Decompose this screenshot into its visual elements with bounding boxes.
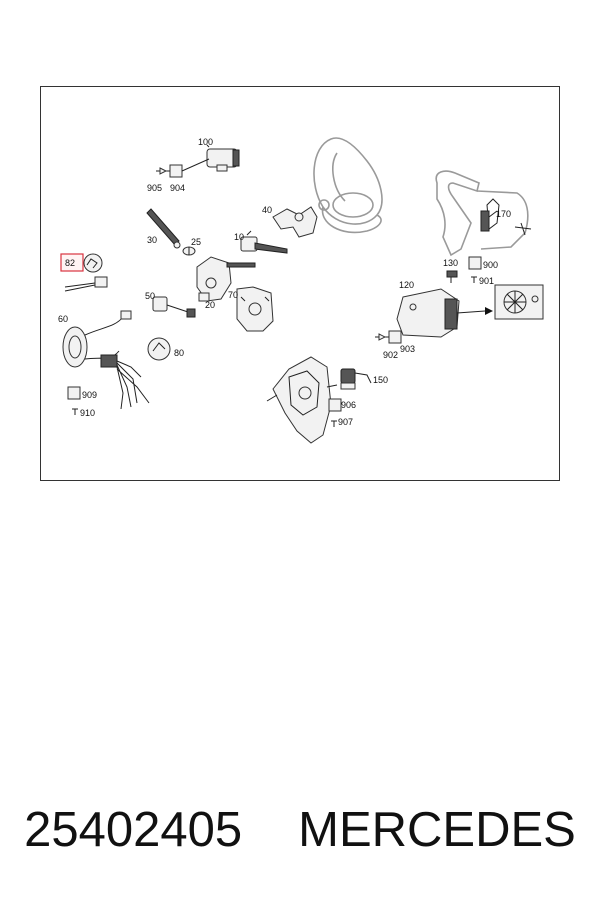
label-120: 120 — [399, 280, 414, 290]
part-80-harness[interactable] — [100, 337, 171, 410]
exploded-view-illustration: 100 905 904 40 30 25 10 82 — [58, 137, 544, 444]
label-905: 905 — [147, 183, 162, 193]
part-25-clip — [182, 246, 196, 256]
part-909-910-connectors — [67, 386, 81, 415]
part-903-connector — [375, 330, 402, 344]
label-70: 70 — [228, 290, 238, 300]
steering-wheel-drawing — [313, 137, 383, 234]
part-82-highlight[interactable] — [60, 253, 108, 292]
part-906-907-connectors — [328, 398, 342, 427]
part-40-bracket[interactable] — [272, 206, 318, 238]
part-100-switch[interactable] — [206, 144, 240, 172]
parts-diagram: 100 905 904 40 30 25 10 82 — [40, 86, 560, 481]
label-25: 25 — [191, 237, 201, 247]
part-130-screw — [446, 270, 458, 283]
label-130: 130 — [443, 258, 458, 268]
label-904: 904 — [170, 183, 185, 193]
label-907: 907 — [338, 417, 353, 427]
label-909: 909 — [82, 390, 97, 400]
part-170-switch[interactable] — [480, 210, 498, 232]
label-902: 902 — [383, 350, 398, 360]
label-40: 40 — [262, 205, 272, 215]
label-10: 10 — [234, 232, 244, 242]
part-70-cover[interactable] — [236, 286, 274, 332]
part-900-connector — [468, 256, 482, 283]
part-904-connector — [156, 158, 210, 178]
label-60: 60 — [58, 314, 68, 324]
label-80: 80 — [174, 348, 184, 358]
part-10-combination-switch[interactable] — [240, 230, 288, 254]
part-120-light-switch[interactable] — [396, 288, 493, 338]
label-82: 82 — [65, 258, 75, 268]
label-900: 900 — [483, 260, 498, 270]
headlight-switch-inset — [494, 284, 544, 320]
label-20: 20 — [205, 300, 215, 310]
part-caption: 25402405 MERCEDES — [0, 790, 600, 870]
label-100: 100 — [198, 137, 213, 147]
brand-name: MERCEDES — [298, 803, 576, 857]
label-50: 50 — [145, 291, 155, 301]
label-150: 150 — [373, 375, 388, 385]
part-50-switch[interactable] — [152, 296, 196, 318]
label-170: 170 — [496, 209, 511, 219]
part-150-switch[interactable] — [340, 368, 372, 390]
label-906: 906 — [341, 400, 356, 410]
part-60-clock-spring[interactable] — [62, 310, 132, 368]
part-number: 25402405 — [24, 803, 243, 857]
label-903: 903 — [400, 344, 415, 354]
part-20-switch-assembly[interactable] — [196, 256, 256, 302]
column-housing-drawing — [266, 356, 338, 444]
label-30: 30 — [147, 235, 157, 245]
label-901: 901 — [479, 276, 494, 286]
label-910: 910 — [80, 408, 95, 418]
part-30-stalk[interactable] — [146, 208, 181, 249]
